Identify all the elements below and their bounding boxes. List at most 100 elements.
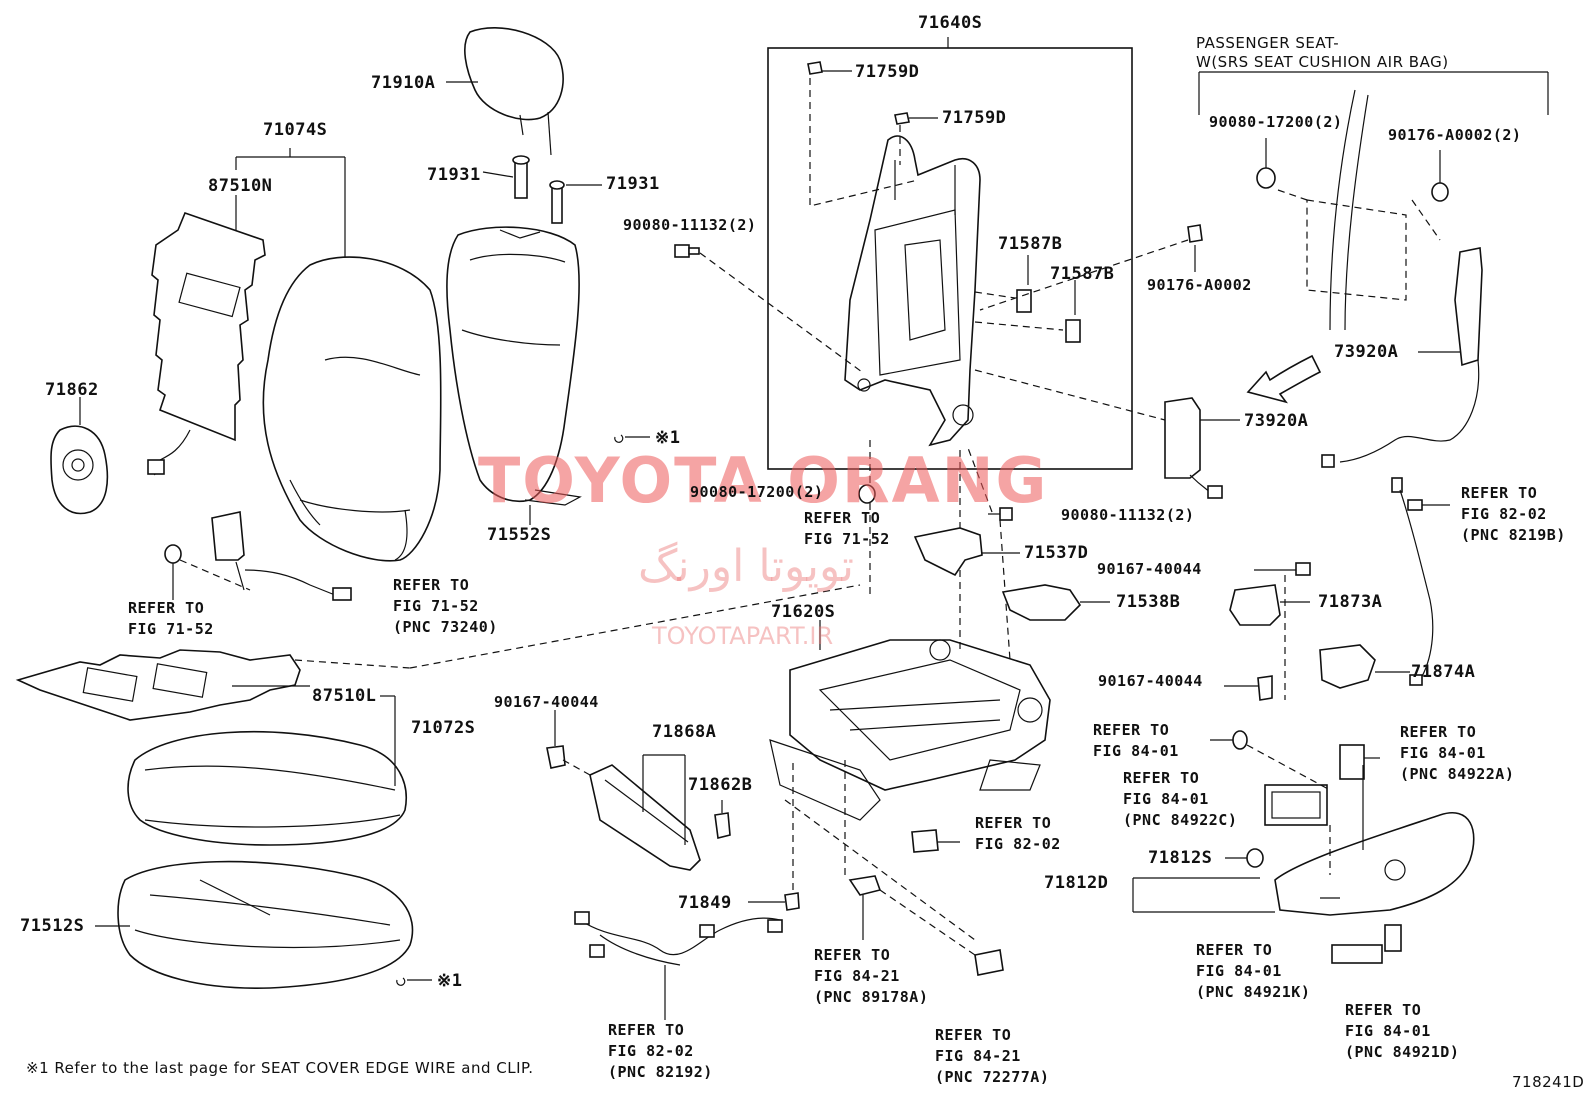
ref-line: REFER TO (804, 509, 881, 527)
headrest-part (446, 27, 564, 156)
callout-71874A[interactable]: 71874A (1411, 662, 1476, 682)
ref-line: REFER TO (1123, 769, 1200, 787)
callout-90167-40044[interactable]: 90167-40044 (1098, 672, 1203, 690)
callout-87510L[interactable]: 87510L (312, 686, 377, 706)
footnote: ※1 Refer to the last page for SEAT COVER… (26, 1059, 534, 1077)
callout-71072S[interactable]: 71072S (411, 718, 476, 738)
watermark-url: TOYOTAPART.IR (652, 622, 834, 650)
wire-harness-part (574, 911, 783, 1020)
callout-90167-40044[interactable]: 90167-40044 (494, 693, 599, 711)
callout-71512S[interactable]: 71512S (20, 916, 85, 936)
ref-line: (PNC 8219B) (1461, 526, 1566, 544)
callout-90080-17200[interactable]: 90080-17200(2) (690, 483, 824, 501)
seat-belt-buckle-part (164, 511, 352, 601)
reference-fig-82-02[interactable]: REFER TO FIG 82-02 (975, 813, 1061, 855)
watermark-main: TOYOTA ORANG (478, 444, 1049, 517)
ref-line: (PNC 82192) (608, 1063, 713, 1081)
ref-line: REFER TO (1461, 484, 1538, 502)
reference-fig-84-01-pnc-84922A[interactable]: REFER TO FIG 84-01 (PNC 84922A) (1400, 722, 1514, 785)
ref-line: FIG 84-01 (1400, 744, 1486, 762)
callout-71931[interactable]: 71931 (606, 174, 660, 194)
frame-clip-part (807, 61, 938, 207)
ref-line: (PNC 84922A) (1400, 765, 1515, 783)
callout-71759D[interactable]: 71759D (855, 62, 920, 82)
callout-71074S[interactable]: 71074S (263, 120, 328, 140)
callout-71587B[interactable]: 71587B (998, 234, 1063, 254)
seatback-frame-box (767, 47, 1133, 470)
ref-line: REFER TO (1345, 1001, 1422, 1019)
reference-fig-71-52[interactable]: REFER TO FIG 71-52 (128, 598, 214, 640)
cushion-airbag-part (974, 354, 1322, 499)
edge-wire-clip-symbol (396, 434, 650, 986)
callout-87510N[interactable]: 87510N (208, 176, 273, 196)
ref-line: (PNC 73240) (393, 618, 498, 636)
seatback-heater-part (147, 211, 266, 476)
cushion-pad-part (95, 860, 414, 989)
bolt-part (674, 224, 1203, 595)
callout-71862[interactable]: 71862 (45, 380, 99, 400)
seat-track-part (409, 450, 1051, 821)
reference-fig-71-52-pnc-73240[interactable]: REFER TO FIG 71-52 (PNC 73240) (393, 575, 498, 638)
ref-line: FIG 84-01 (1123, 790, 1209, 808)
reference-fig-84-21-pnc-72277A[interactable]: REFER TO FIG 84-21 (PNC 72277A) (935, 1025, 1049, 1088)
reference-fig-84-01-pnc-84921K[interactable]: REFER TO FIG 84-01 (PNC 84921K) (1196, 940, 1310, 1003)
ref-line: (PNC 84921K) (1196, 983, 1311, 1001)
harness-8219B (1391, 477, 1450, 686)
callout-71931[interactable]: 71931 (427, 165, 481, 185)
callout-73920A[interactable]: 73920A (1334, 342, 1399, 362)
ref-line: FIG 84-01 (1345, 1022, 1431, 1040)
callout-71620S[interactable]: 71620S (771, 602, 836, 622)
reference-fig-71-52[interactable]: REFER TO FIG 71-52 (804, 508, 890, 550)
callout-71862B[interactable]: 71862B (688, 775, 753, 795)
seatback-pad-part (446, 226, 582, 525)
seatback-cover-part (262, 256, 442, 562)
callout-90080-11132[interactable]: 90080-11132(2) (623, 216, 757, 234)
callout-90080-17200[interactable]: 90080-17200(2) (1209, 113, 1343, 131)
headrest-guide-part (482, 155, 602, 224)
cushion-cover-part (127, 695, 407, 846)
callout-90080-11132[interactable]: 90080-11132(2) (1061, 506, 1195, 524)
callout-90176-A0002[interactable]: 90176-A0002 (1147, 276, 1252, 294)
callout-71538B[interactable]: 71538B (1116, 592, 1181, 612)
callout-71873A[interactable]: 71873A (1318, 592, 1383, 612)
callout-73920A[interactable]: 73920A (1244, 411, 1309, 431)
ref-line: REFER TO (393, 576, 470, 594)
ref-line: (PNC 84922C) (1123, 811, 1238, 829)
callout-71640S[interactable]: 71640S (918, 13, 983, 33)
reference-fig-84-01[interactable]: REFER TO FIG 84-01 (1093, 720, 1179, 762)
ref-line: REFER TO (975, 814, 1052, 832)
callout-71812D[interactable]: 71812D (1044, 873, 1109, 893)
reference-fig-84-21-pnc-89178A[interactable]: REFER TO FIG 84-21 (PNC 89178A) (814, 945, 928, 1008)
assembly-note-line1: PASSENGER SEAT- (1196, 34, 1340, 52)
callout-90167-40044[interactable]: 90167-40044 (1097, 560, 1202, 578)
ref-line: REFER TO (608, 1021, 685, 1039)
callout-90176-A0002[interactable]: 90176-A0002(2) (1388, 126, 1522, 144)
callout-71587B[interactable]: 71587B (1050, 264, 1115, 284)
side-bracket-part (913, 527, 1410, 701)
ref-line: REFER TO (814, 946, 891, 964)
callout-71537D[interactable]: 71537D (1024, 543, 1089, 563)
ref-line: FIG 71-52 (804, 530, 890, 548)
callout-71552S[interactable]: 71552S (487, 525, 552, 545)
ref-line: FIG 82-02 (608, 1042, 694, 1060)
seatback-frame-part (844, 135, 981, 447)
edge-wire-note-mark: ※1 (437, 971, 463, 991)
callout-71759D[interactable]: 71759D (942, 108, 1007, 128)
reference-fig-84-01-pnc-84922C[interactable]: REFER TO FIG 84-01 (PNC 84922C) (1123, 768, 1237, 831)
track-connector-part (784, 760, 1004, 976)
reference-fig-84-01-pnc-84921D[interactable]: REFER TO FIG 84-01 (PNC 84921D) (1345, 1000, 1459, 1063)
callout-71812S[interactable]: 71812S (1148, 848, 1213, 868)
callout-71868A[interactable]: 71868A (652, 722, 717, 742)
ref-line: (PNC 72277A) (935, 1068, 1050, 1086)
callout-71910A[interactable]: 71910A (371, 73, 436, 93)
ref-line: FIG 82-02 (1461, 505, 1547, 523)
ref-line: REFER TO (1093, 721, 1170, 739)
callout-71849[interactable]: 71849 (678, 893, 732, 913)
ref-line: FIG 71-52 (393, 597, 479, 615)
watermark-persian: تویوتا اورنگ (638, 541, 854, 592)
reference-fig-82-02-pnc-8219B[interactable]: REFER TO FIG 82-02 (PNC 8219B) (1461, 483, 1566, 546)
ref-line: (PNC 89178A) (814, 988, 929, 1006)
reference-fig-82-02-pnc-82192[interactable]: REFER TO FIG 82-02 (PNC 82192) (608, 1020, 713, 1083)
